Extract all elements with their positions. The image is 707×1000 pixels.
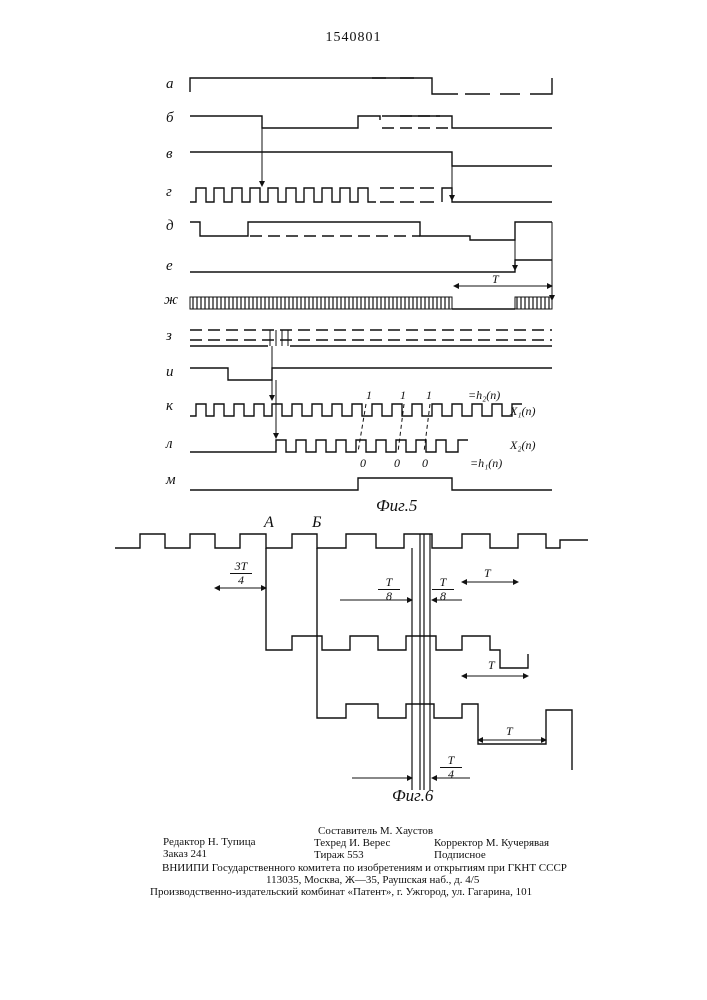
signal-l [190,440,468,452]
frac-t8-left: T8 [378,576,400,603]
fig6-caption: Фиг.6 [392,786,433,806]
zero-label: 0 [360,456,366,471]
row-label-a: а [166,76,174,93]
annotation-x2: X₂(n) [510,438,536,453]
address-line: 113035, Москва, Ж—35, Раушская наб., д. … [266,874,479,886]
one-label: 1 [426,388,432,403]
editor: Редактор Н. Тупица [163,836,255,848]
signal-zh [190,297,452,309]
zero-label: 0 [394,456,400,471]
label-a: А [264,514,274,532]
frac-3t4: 3T4 [230,560,252,587]
signal-e [190,260,552,272]
signal-a [190,78,458,94]
circulation: Тираж 553 [314,849,364,861]
label-b: Б [312,514,321,532]
signal-g [190,188,376,202]
row-label-k: к [166,398,173,415]
row-label-v: в [166,146,173,163]
period-label: T [492,272,499,287]
publisher-line: Производственно-издательский комбинат «П… [150,886,532,898]
signal-v [190,152,552,166]
frac-t8-right: T8 [432,576,454,603]
signal-k [190,404,522,416]
signal-d [190,222,552,240]
subscription: Подписное [434,849,486,861]
fig5-caption: Фиг.5 [376,496,417,516]
row-label-i: и [166,364,174,381]
one-label: 1 [366,388,372,403]
row-label-zh: ж [164,292,178,309]
annotation-h1: =h₁(n) [470,456,502,471]
row-label-d: д [166,218,174,235]
techred: Техред И. Верес [314,837,390,849]
signal-m [190,478,552,490]
one-label: 1 [400,388,406,403]
zero-label: 0 [422,456,428,471]
order: Заказ 241 [163,848,207,860]
annotation-h2: =h₂(n) [468,388,500,403]
row-label-l: л [166,436,173,453]
signal-b [190,116,380,128]
t-label: T [488,658,495,673]
row-label-z: з [166,328,172,345]
signal-z [190,330,552,340]
row-label-m: м [166,472,176,489]
annotation-x1: X₁(n) [510,404,536,419]
row-label-b: б [166,110,174,127]
row-label-g: г [166,184,172,201]
compiler: Составитель М. Хаустов [318,825,433,837]
signal-i [190,368,552,380]
t-label: T [484,566,491,581]
corrector: Корректор М. Кучерявая [434,837,549,849]
t-label: T [506,724,513,739]
row-label-e: е [166,258,173,275]
frac-t4: T4 [440,754,462,781]
fig6-timing-diagram [115,534,588,790]
institution-line: ВНИИПИ Государственного комитета по изоб… [162,862,567,874]
